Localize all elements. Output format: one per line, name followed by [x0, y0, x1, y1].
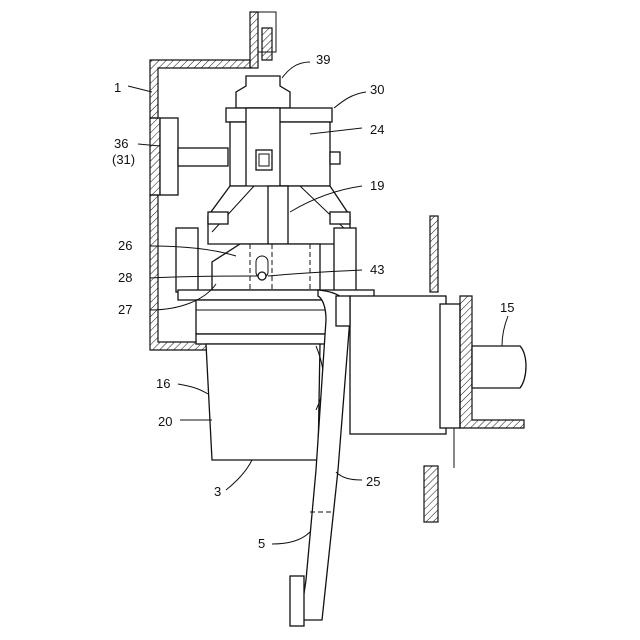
label-39: 39: [316, 52, 330, 67]
label-19: 19: [370, 178, 384, 193]
label-20: 20: [158, 414, 172, 429]
label-31: (31): [112, 152, 135, 167]
block-24: [226, 108, 340, 188]
label-24: 24: [370, 122, 384, 137]
label-25: 25: [366, 474, 380, 489]
slider-26: [212, 244, 320, 290]
label-15: 15: [500, 300, 514, 315]
label-43: 43: [370, 262, 384, 277]
body-19: [208, 186, 350, 244]
knob-36: [150, 118, 228, 195]
label-36: 36: [114, 136, 128, 151]
label-16: 16: [156, 376, 170, 391]
label-3: 3: [214, 484, 221, 499]
motor-16: [196, 334, 330, 460]
label-27: 27: [118, 302, 132, 317]
label-1: 1: [114, 80, 121, 95]
fitting-15: [336, 216, 526, 522]
label-5: 5: [258, 536, 265, 551]
label-30: 30: [370, 82, 384, 97]
label-28: 28: [118, 270, 132, 285]
label-26: 26: [118, 238, 132, 253]
cap-39: [236, 76, 290, 108]
